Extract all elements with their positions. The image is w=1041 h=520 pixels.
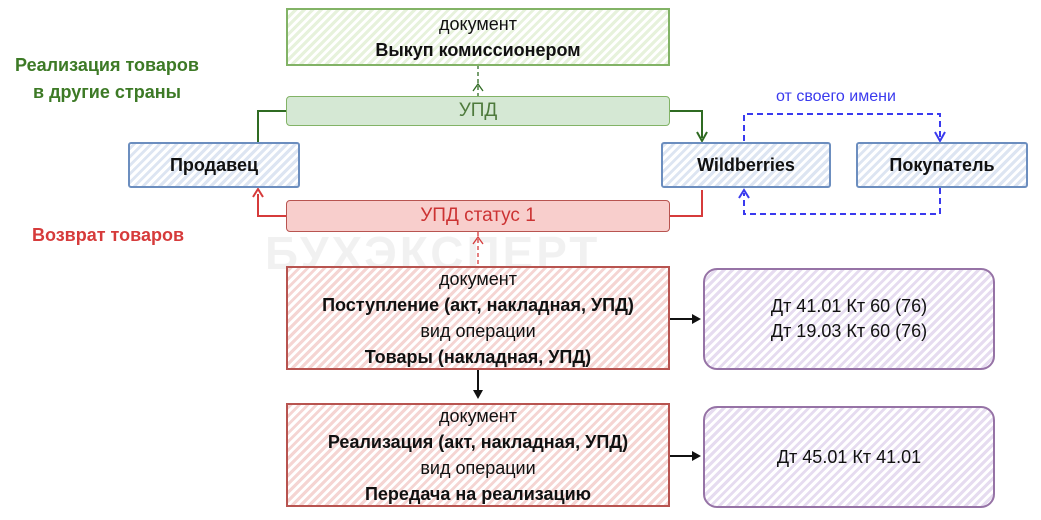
sale-entry-1: Дт 45.01 Кт 41.01	[776, 446, 922, 467]
receipt-entry-1: Дт 41.01 Кт 60 (76)	[770, 296, 928, 316]
return-to-seller-connector	[257, 194, 288, 217]
export-label: Реализация товаров в другие страны	[15, 55, 199, 102]
sale-document-box: документ Реализация (акт, накладная, УПД…	[286, 403, 670, 507]
receipt-doc-title: Поступление (акт, накладная, УПД)	[322, 295, 634, 315]
sale-doc-title: Реализация (акт, накладная, УПД)	[327, 432, 629, 452]
sale-doc-caption: документ	[439, 406, 517, 426]
wb-to-return-connector	[668, 190, 703, 217]
buyer-label: Покупатель	[889, 154, 995, 175]
wildberries-label: Wildberries	[697, 154, 795, 175]
receipt-document-box: документ Поступление (акт, накладная, УП…	[286, 266, 670, 370]
upd-label: УПД	[458, 100, 498, 121]
receipt-entry-2: Дт 19.03 Кт 60 (76)	[770, 321, 928, 341]
upd-to-wb-connector	[668, 110, 703, 138]
buyout-caption: документ	[439, 14, 517, 34]
return-open-arrowhead	[472, 235, 484, 245]
receipt-doc-caption: документ	[439, 269, 517, 289]
receipt-op-caption: вид операции	[420, 321, 536, 341]
upd-bar: УПД	[286, 96, 670, 126]
seller-to-wb-connector	[257, 110, 288, 144]
wb-blue-arrowhead	[738, 188, 750, 199]
buyout-title: Выкуп комиссионером	[375, 40, 581, 60]
receipt-sale-arrowhead	[473, 390, 483, 399]
buyout-open-arrowhead	[472, 82, 484, 92]
wb-green-arrowhead	[696, 131, 708, 144]
sale-entries-arrowhead	[692, 451, 701, 461]
wildberries-box: Wildberries	[661, 142, 831, 188]
buyer-to-wb-connector	[743, 188, 941, 215]
seller-red-arrowhead	[252, 187, 264, 198]
sale-op-caption: вид операции	[420, 458, 536, 478]
wb-to-buyer-connector	[743, 113, 941, 141]
sale-entries-box: Дт 45.01 Кт 41.01	[703, 406, 995, 508]
upd-status-label: УПД статус 1	[420, 205, 536, 226]
upd-status-bar: УПД статус 1	[286, 200, 670, 232]
buyout-document-box: документ Выкуп комиссионером	[286, 8, 670, 66]
seller-label: Продавец	[169, 154, 259, 175]
receipt-entries-arrowhead	[692, 314, 701, 324]
seller-box: Продавец	[128, 142, 300, 188]
return-label: Возврат товаров	[31, 225, 185, 245]
buyer-box: Покупатель	[856, 142, 1028, 188]
buyer-blue-arrowhead	[934, 131, 946, 144]
receipt-op-title: Товары (накладная, УПД)	[364, 347, 592, 367]
own-name-label: от своего имени	[776, 88, 896, 105]
sale-op-title: Передача на реализацию	[364, 484, 592, 504]
receipt-entries-box: Дт 41.01 Кт 60 (76) Дт 19.03 Кт 60 (76)	[703, 268, 995, 370]
